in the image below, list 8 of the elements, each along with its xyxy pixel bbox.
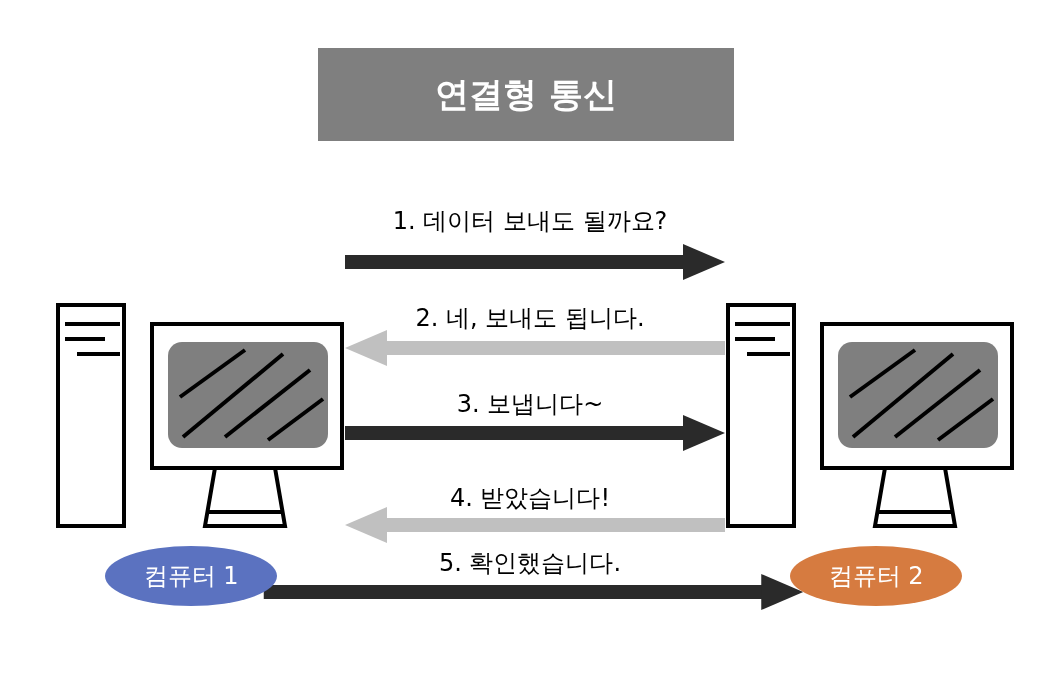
arrow	[345, 415, 725, 451]
label-oval: 컴퓨터 2	[790, 546, 962, 606]
arrow	[263, 574, 804, 610]
label-oval: 컴퓨터 1	[105, 546, 277, 606]
arrow	[345, 244, 725, 280]
title-banner: 연결형 통신	[318, 48, 734, 141]
arrow	[345, 507, 725, 543]
arrow	[345, 330, 725, 366]
